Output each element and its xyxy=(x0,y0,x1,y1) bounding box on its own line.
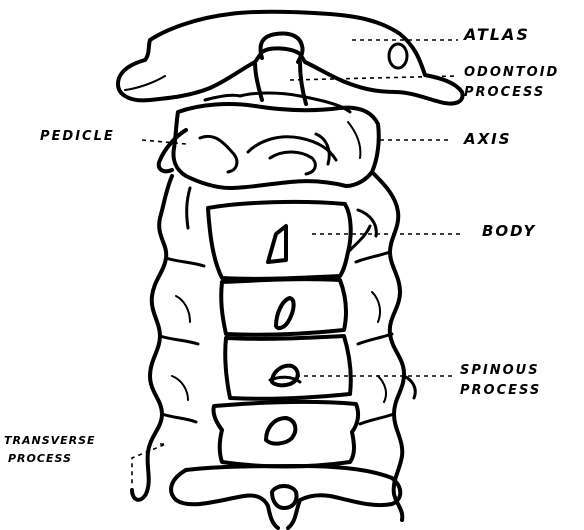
label-odontoid-line2: PROCESS xyxy=(464,85,545,100)
label-pedicle: PEDICLE xyxy=(40,129,115,144)
label-atlas: ATLAS xyxy=(462,25,530,44)
c4-vertebral-body xyxy=(221,279,346,335)
label-body: BODY xyxy=(482,222,536,240)
c6-vertebral-body xyxy=(213,402,358,467)
label-spinous-line1: SPINOUS xyxy=(460,363,540,378)
atlas-vertebra xyxy=(118,12,463,104)
label-odontoid-line1: ODONTOID xyxy=(464,65,559,80)
label-transverse-line2: PROCESS xyxy=(8,452,72,465)
pedicle-leader xyxy=(142,140,186,144)
axis-vertebra xyxy=(159,104,379,188)
c7-vertebra xyxy=(171,466,400,528)
label-spinous-line2: PROCESS xyxy=(460,383,541,398)
c5-vertebral-body xyxy=(225,336,351,399)
c3-vertebral-body xyxy=(208,202,370,279)
right-column-outline xyxy=(356,172,415,520)
label-axis: AXIS xyxy=(463,130,512,148)
left-column-outline xyxy=(132,176,204,500)
label-transverse-line1: TRANSVERSE xyxy=(4,434,96,447)
